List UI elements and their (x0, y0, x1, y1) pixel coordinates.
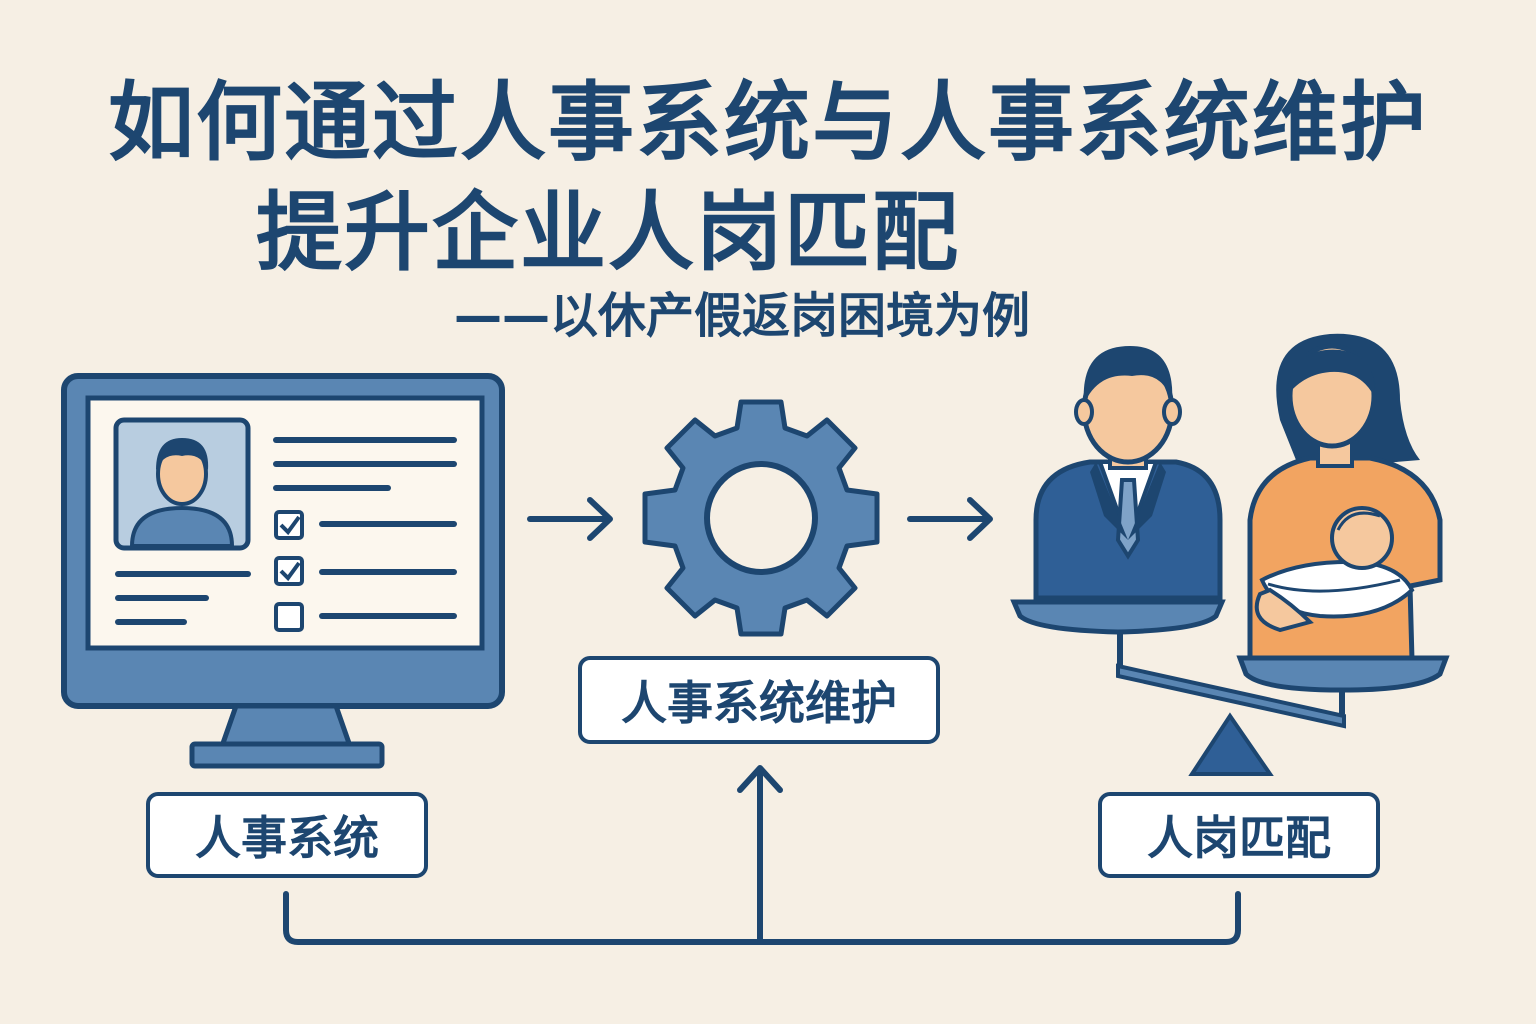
arrow-up-icon (737, 765, 783, 793)
gear-icon (642, 399, 880, 637)
checkbox-icon (274, 510, 304, 632)
profile-avatar-icon (113, 417, 251, 551)
hr-system-maintenance-label: 人事系统维护 (578, 656, 940, 744)
person-job-matching-label: 人岗匹配 (1098, 792, 1380, 878)
title-line-2: 提升企业人岗匹配 (256, 183, 960, 283)
subtitle: ——以休产假返岗困境为例 (453, 288, 1030, 344)
mother-with-baby-icon (1247, 333, 1443, 663)
document-lines (115, 437, 457, 625)
arrow-right-icon (907, 497, 993, 541)
computer-monitor-icon (61, 373, 505, 769)
hr-system-label: 人事系统 (146, 792, 428, 878)
balance-scale-icon (1010, 599, 1450, 776)
connector-lines (283, 769, 1241, 945)
title-line-1: 如何通过人事系统与人事系统维护 (108, 73, 1428, 173)
arrow-right-icon (527, 497, 613, 541)
businessman-icon (1033, 346, 1223, 601)
